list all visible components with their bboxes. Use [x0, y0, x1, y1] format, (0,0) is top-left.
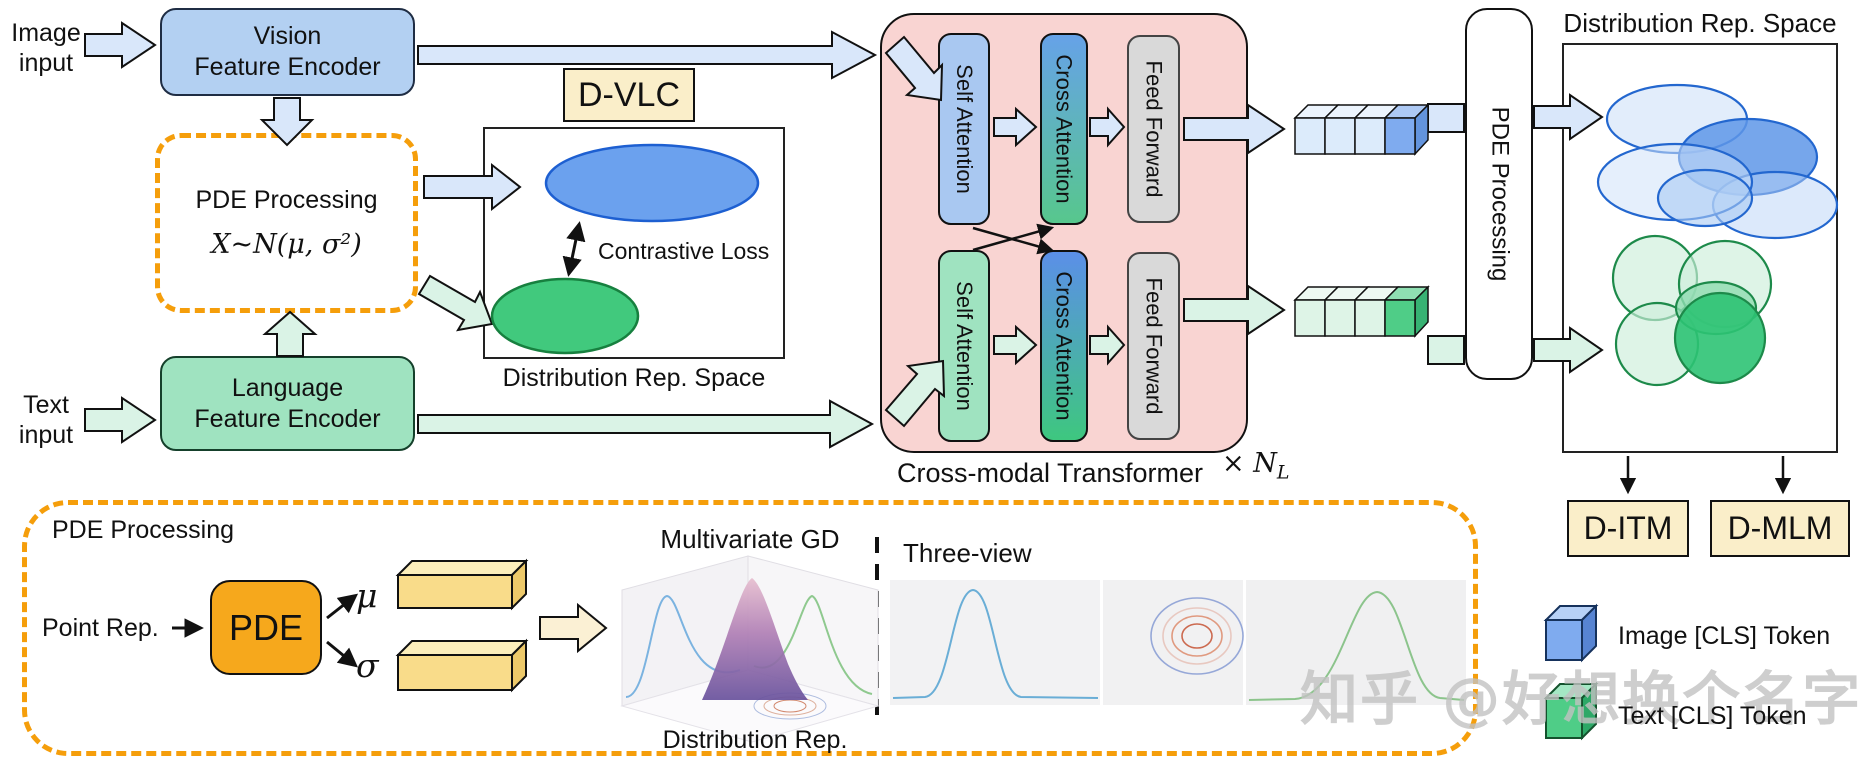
- cross-attention-image-label: Cross Attention: [1052, 54, 1077, 204]
- left-space-caption: Distribution Rep. Space: [502, 364, 766, 392]
- pde-formula: X~N(μ, σ²): [211, 229, 362, 260]
- image-cls-cube-icon: [1543, 603, 1599, 663]
- dmlm-box: D-MLM: [1710, 500, 1850, 557]
- pde-processing-box-top: PDE Processing X~N(μ, σ²): [155, 133, 418, 313]
- repeat-prefix: × N: [1222, 448, 1277, 479]
- right-space-title: Distribution Rep. Space: [1563, 8, 1837, 38]
- self-attention-image-box: Self Attention: [938, 33, 990, 225]
- cross-attention-image-box: Cross Attention: [1040, 33, 1088, 225]
- arrow-text-input: [84, 396, 157, 444]
- dvlc-label-box: D-VLC: [563, 68, 695, 122]
- pde-processing-column-box: PDE Processing: [1465, 8, 1533, 380]
- text-input-line2: input: [18, 421, 74, 449]
- text-input-line1: Text: [23, 391, 69, 419]
- image-cls-legend-label: Image [CLS] Token: [1618, 622, 1831, 650]
- distribution-rep-caption: Distribution Rep.: [662, 726, 848, 754]
- right-distribution-space-box: [1562, 43, 1838, 453]
- arrow-tokens-to-pdecolumn-text: [1427, 335, 1465, 365]
- contrastive-loss-label: Contrastive Loss: [598, 238, 770, 264]
- vision-encoder-label-line2: Feature Encoder: [194, 53, 381, 81]
- arrow-image-input: [84, 21, 157, 69]
- language-encoder-label-line2: Feature Encoder: [194, 404, 381, 433]
- feed-forward-text-label: Feed Forward: [1141, 277, 1167, 415]
- vision-encoder-label-line1: Vision: [253, 22, 322, 50]
- pde-box: PDE: [210, 580, 322, 675]
- self-attention-text-box: Self Attention: [938, 250, 990, 442]
- transformer-caption: Cross-modal Transformer: [896, 458, 1204, 488]
- feed-forward-text-box: Feed Forward: [1127, 252, 1180, 440]
- pde-box-label: PDE: [228, 606, 304, 648]
- text-cls-legend-label: Text [CLS] Token: [1618, 702, 1807, 730]
- pde-processing-column-label: PDE Processing: [1486, 106, 1513, 282]
- image-input-line2: input: [18, 49, 74, 77]
- mu-label: μ: [356, 576, 378, 615]
- text-cls-cube-icon: [1543, 681, 1599, 741]
- vision-feature-encoder-box: Vision Feature Encoder: [160, 8, 415, 96]
- pde-processing-detail-panel: [22, 500, 1478, 756]
- arrow-tokens-to-pdecolumn-image: [1427, 103, 1465, 133]
- multivariate-gd-title: Multivariate GD: [660, 524, 840, 554]
- pde-processing-title: PDE Processing: [195, 186, 378, 214]
- language-encoder-label-line1: Language: [231, 373, 344, 402]
- text-input-label: Text input: [4, 390, 88, 450]
- dvlc-label: D-VLC: [577, 75, 681, 114]
- ditm-label: D-ITM: [1583, 510, 1673, 546]
- arrow-pde-to-space-text: [417, 274, 494, 332]
- arrow-language-to-transformer: [417, 399, 875, 449]
- image-input-label: Image input: [4, 18, 88, 78]
- repeat-sub: L: [1276, 461, 1290, 484]
- ditm-box: D-ITM: [1567, 500, 1689, 557]
- text-token-sequence: [1293, 285, 1430, 338]
- self-attention-text-label: Self Attention: [952, 281, 977, 411]
- point-rep-label: Point Rep.: [42, 614, 159, 642]
- dmlm-label: D-MLM: [1727, 510, 1833, 546]
- self-attention-image-label: Self Attention: [952, 64, 977, 194]
- transformer-repeat-label: × NL: [1222, 448, 1289, 483]
- feed-forward-image-box: Feed Forward: [1127, 35, 1180, 223]
- cross-attention-text-box: Cross Attention: [1040, 250, 1088, 442]
- bottom-panel-title: PDE Processing: [52, 516, 235, 544]
- cross-attention-text-label: Cross Attention: [1052, 271, 1077, 421]
- image-input-line1: Image: [11, 19, 81, 47]
- feed-forward-image-label: Feed Forward: [1141, 60, 1167, 198]
- three-view-title: Three-view: [903, 538, 1032, 568]
- arrow-language-to-pde: [262, 310, 318, 357]
- language-feature-encoder-box: Language Feature Encoder: [160, 356, 415, 451]
- image-token-sequence: [1293, 103, 1430, 156]
- sigma-label: σ: [356, 646, 379, 685]
